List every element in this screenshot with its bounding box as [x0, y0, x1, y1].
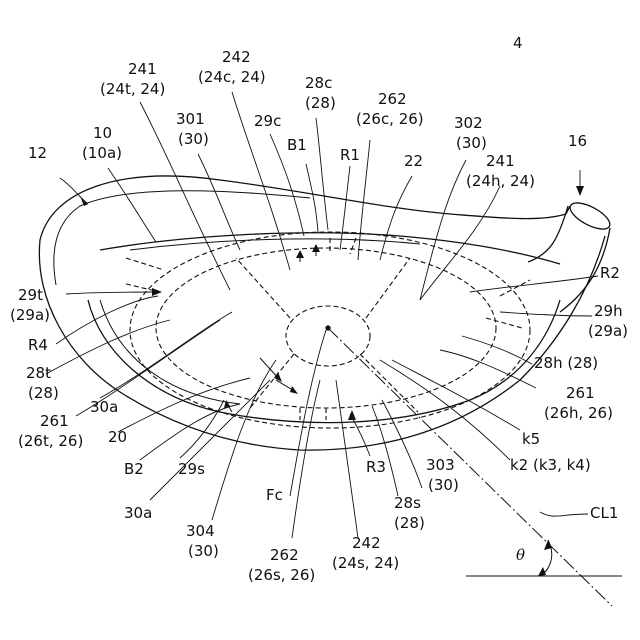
label-CL1: CL1: [590, 504, 618, 522]
label-28-a: (28): [305, 94, 336, 112]
label-26s: (26s, 26): [248, 566, 315, 584]
label-16: 16: [568, 132, 587, 150]
label-R1: R1: [340, 146, 360, 164]
label-303: 303: [426, 456, 455, 474]
label-B2: B2: [124, 460, 144, 478]
label-k2: k2 (k3, k4): [510, 456, 591, 474]
label-30-d: (30): [428, 476, 459, 494]
label-30a-lower: 30a: [124, 504, 152, 522]
label-262-bottom: 262: [270, 546, 299, 564]
label-24s: (24s, 24): [332, 554, 399, 572]
label-12: 12: [28, 144, 47, 162]
label-20: 20: [108, 428, 127, 446]
label-29h: 29h: [594, 302, 623, 320]
label-29c: 29c: [254, 112, 281, 130]
label-28c: 28c: [305, 74, 332, 92]
label-26c: (26c, 26): [356, 110, 424, 128]
label-28h: 28h (28): [534, 354, 598, 372]
label-24c: (24c, 24): [198, 68, 266, 86]
label-242-top: 242: [222, 48, 251, 66]
label-10: 10: [93, 124, 112, 142]
label-R3: R3: [366, 458, 386, 476]
label-301: 301: [176, 110, 205, 128]
label-R2: R2: [600, 264, 620, 282]
label-24t: (24t, 24): [100, 80, 165, 98]
label-30-a: (30): [178, 130, 209, 148]
label-30a-upper: 30a: [90, 398, 118, 416]
label-B1: B1: [287, 136, 307, 154]
label-29t: 29t: [18, 286, 43, 304]
center-zone-22: [286, 306, 370, 366]
label-R4: R4: [28, 336, 48, 354]
label-30-b: (30): [456, 134, 487, 152]
label-28s: 28s: [394, 494, 421, 512]
label-304: 304: [186, 522, 215, 540]
label-26h: (26h, 26): [544, 404, 613, 422]
figure-ref-4: 4: [513, 34, 523, 52]
label-28-d: (28): [394, 514, 425, 532]
label-22: 22: [404, 152, 423, 170]
label-Fc: Fc: [266, 486, 283, 504]
label-28t: 28t: [26, 364, 51, 382]
label-302: 302: [454, 114, 483, 132]
label-28-b: (28): [28, 384, 59, 402]
label-242-bottom: 242: [352, 534, 381, 552]
label-24h: (24h, 24): [466, 172, 535, 190]
label-10a: (10a): [82, 144, 122, 162]
label-241-right: 241: [486, 152, 515, 170]
label-26t: (26t, 26): [18, 432, 83, 450]
label-29s: 29s: [178, 460, 205, 478]
label-261-right: 261: [566, 384, 595, 402]
label-262-top: 262: [378, 90, 407, 108]
label-261-left: 261: [40, 412, 69, 430]
label-k5: k5: [522, 430, 540, 448]
label-29a-left: (29a): [10, 306, 50, 324]
label-theta: θ: [516, 546, 525, 564]
label-30-c: (30): [188, 542, 219, 560]
label-29a-right: (29a): [588, 322, 628, 340]
label-241-top: 241: [128, 60, 157, 78]
